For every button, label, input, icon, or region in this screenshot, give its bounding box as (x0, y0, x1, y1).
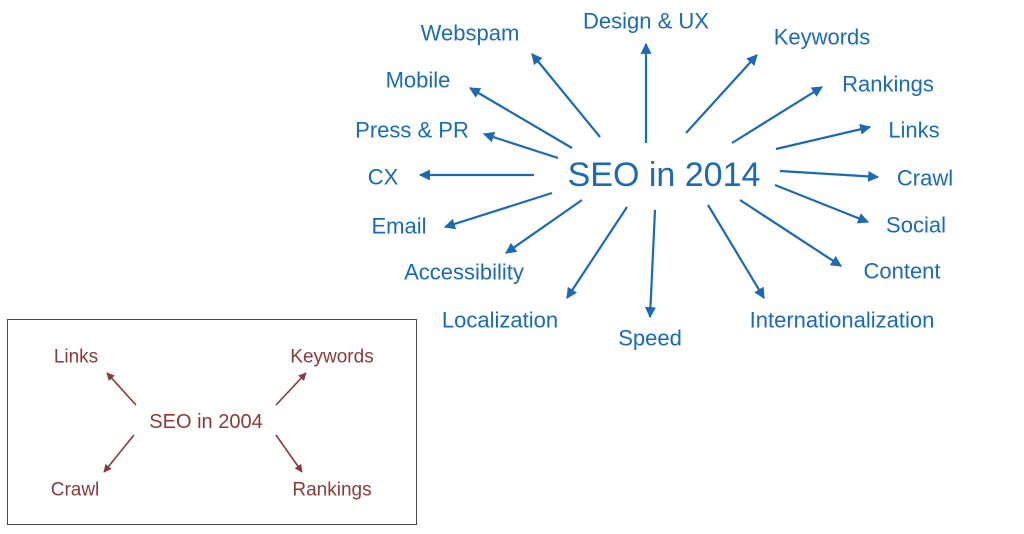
seo-2014-arrow-email (443, 191, 553, 230)
seo-2004-arrows (103, 372, 307, 473)
seo-2014-node-keywords: Keywords (774, 25, 871, 50)
seo-2014-node-internationalization: Internationalization (750, 308, 935, 333)
seo-2014-node-content: Content (863, 259, 940, 284)
seo-2004-center-label: SEO in 2004 (149, 411, 262, 433)
seo-2014-node-speed: Speed (618, 326, 682, 351)
seo-2004-arrow-crawl (103, 434, 135, 473)
seo-2004-node-crawl: Crawl (51, 480, 100, 501)
seo-2004-node-links: Links (54, 347, 98, 368)
seo-2014-node-cx: CX (368, 165, 399, 190)
seo-2014-arrow-rankings (731, 86, 823, 144)
seo-2014-arrow-mobile (469, 87, 573, 149)
seo-2014-arrow-press-pr (482, 131, 559, 160)
seo-2014-arrow-crawl (779, 169, 880, 182)
seo-2014-arrow-links (775, 123, 872, 151)
seo-2014-arrows (418, 42, 880, 319)
seo-2014-node-email: Email (371, 214, 426, 239)
seo-2014-diagram: SEO in 2014 Design & UX Webspam KeywordsMo… (355, 9, 953, 351)
seo-2004-box (7, 319, 417, 525)
seo-2004-node-rankings: Rankings (292, 480, 371, 501)
seo-2004-arrow-keywords (275, 372, 307, 406)
seo-2014-node-webspam: Webspam (421, 21, 520, 46)
seo-2014-arrow-speed (644, 209, 657, 319)
seo-2014-node-rankings: Rankings (842, 72, 934, 97)
seo-2014-arrow-social (774, 183, 870, 224)
seo-2014-arrow-accessibility (505, 199, 583, 254)
seo-2014-node-links: Links (888, 118, 939, 143)
seo-2014-arrow-webspam (531, 53, 601, 138)
seo-2014-node-design-ux: Design & UX (583, 9, 709, 34)
seo-2014-node-press-pr: Press & PR (355, 118, 469, 143)
seo-2014-node-crawl: Crawl (897, 166, 953, 191)
seo-2004-arrow-links (106, 372, 137, 406)
seo-2014-arrow-localization (566, 206, 628, 299)
seo-2004-arrow-rankings (275, 434, 303, 473)
seo-2014-center-label: SEO in 2014 (568, 156, 761, 194)
seo-2004-node-keywords: Keywords (290, 347, 373, 368)
seo-2014-arrow-content (739, 199, 842, 267)
seo-2014-node-mobile: Mobile (386, 68, 451, 93)
seo-2014-node-localization: Localization (442, 308, 558, 333)
seo-2014-node-social: Social (886, 213, 946, 238)
seo-2014-node-accessibility: Accessibility (404, 260, 524, 285)
seo-2014-arrow-internationalization (707, 204, 765, 299)
seo-2014-arrow-keywords (685, 54, 758, 134)
